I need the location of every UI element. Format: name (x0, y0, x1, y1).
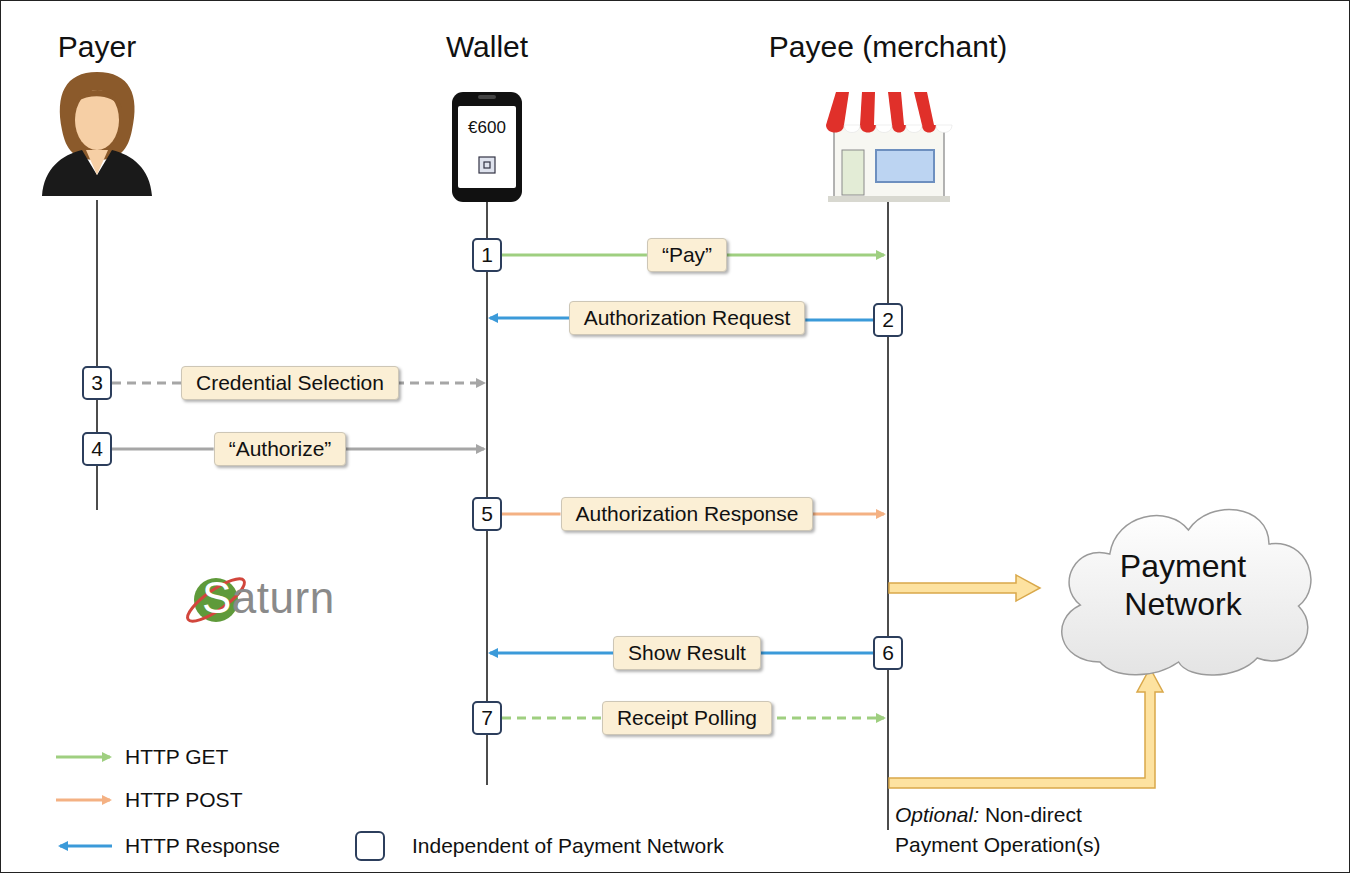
legend-text: HTTP GET (125, 745, 228, 769)
lifelines (97, 200, 888, 830)
node-text: 2 (882, 308, 894, 332)
network-cloud: Payment Network (1041, 490, 1326, 680)
node-text: Payment Network (1088, 547, 1278, 623)
phone-icon (452, 92, 522, 202)
message-label: “Authorize” (214, 432, 347, 466)
step-number: 5 (472, 497, 502, 531)
node-text: 5 (481, 502, 493, 526)
message-line (805, 319, 873, 322)
node-text: 4 (91, 437, 103, 461)
legend-text: Independent of Payment Network (412, 834, 724, 858)
message-line (761, 652, 873, 655)
legend-samples (56, 757, 384, 860)
node-text: “Pay” (662, 243, 712, 267)
node-text: 3 (91, 371, 103, 395)
step-number: 6 (873, 636, 903, 670)
message-label: Receipt Polling (602, 701, 772, 735)
note-text: Optional: (895, 803, 979, 826)
participant-name: Payee (merchant) (769, 30, 1007, 64)
step-number: 2 (873, 303, 903, 337)
optional-note: Optional: Non-direct Payment Operation(s… (895, 800, 1135, 860)
legend-text: HTTP Response (125, 834, 280, 858)
message-label: Authorization Request (569, 301, 806, 335)
message-arrows (280, 255, 884, 718)
node-text: Credential Selection (196, 371, 384, 395)
node-text: 1 (481, 243, 493, 267)
node-text: “Authorize” (229, 437, 332, 461)
participant-name: Payer (58, 30, 136, 64)
node-text: Authorization Response (576, 502, 799, 526)
person-icon (42, 72, 152, 196)
wallet-balance: €600 (468, 118, 506, 138)
logo-text: Saturn (202, 573, 335, 623)
message-line (502, 513, 561, 516)
message-line (112, 448, 214, 451)
node-text: Show Result (628, 641, 746, 665)
message-line (112, 382, 181, 385)
message-label: Show Result (613, 636, 761, 670)
message-line (502, 254, 647, 257)
node-text: Receipt Polling (617, 706, 757, 730)
step-number: 1 (472, 238, 502, 272)
cloud-outline (1041, 490, 1326, 680)
legend-text: HTTP POST (125, 788, 242, 812)
message-label: Authorization Response (561, 497, 814, 531)
node-text: 7 (481, 706, 493, 730)
node-text: 6 (882, 641, 894, 665)
message-line (502, 717, 602, 720)
step-number: 7 (472, 701, 502, 735)
message-label: “Pay” (647, 238, 727, 272)
participant-name: Wallet (446, 30, 528, 64)
message-label: Credential Selection (181, 366, 399, 400)
step-number: 3 (82, 366, 112, 400)
node-text: Authorization Request (584, 306, 791, 330)
store-icon (826, 92, 952, 202)
step-number: 4 (82, 432, 112, 466)
